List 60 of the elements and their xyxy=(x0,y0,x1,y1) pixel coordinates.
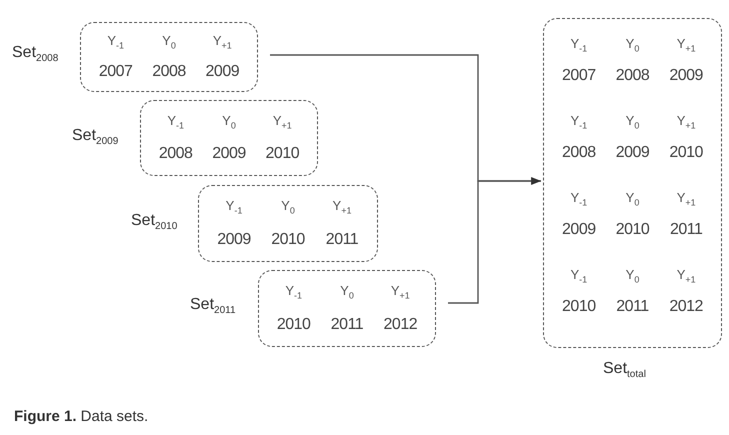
variable-label: Y$_{0}$ xyxy=(340,282,354,300)
variable-label: Y$_{-1}$ xyxy=(570,36,588,54)
year-label: 2008 xyxy=(616,67,650,86)
year-label: 2009 xyxy=(212,145,246,164)
connector-arrow xyxy=(448,177,541,304)
variable-label: Y$_{0}$ xyxy=(281,198,295,216)
year-label: 2007 xyxy=(562,67,596,86)
dashed-box xyxy=(140,100,318,176)
year-label: 2008 xyxy=(152,62,186,81)
variable-label: Y$_{0}$ xyxy=(162,33,176,51)
year-label: 2009 xyxy=(616,144,650,162)
year-label: 2012 xyxy=(384,316,418,334)
variable-label: Y$_{-1}$ xyxy=(107,33,124,51)
variable-label: Y$_{+1}$ xyxy=(212,33,232,51)
variable-label: Y$_{0}$ xyxy=(626,36,640,54)
variable-label: Y$_{0}$ xyxy=(626,266,640,284)
figure-caption: Figure 1. Data sets. xyxy=(14,408,148,425)
year-label: 2009 xyxy=(217,231,251,250)
set-label: Set$_{2009}$ xyxy=(72,127,118,148)
set-label: Set$_{2008}$ xyxy=(12,44,58,64)
dashed-box xyxy=(198,185,378,262)
year-label: 2010 xyxy=(616,221,650,240)
year-label: 2008 xyxy=(158,145,192,164)
variable-label: Y$_{+1}$ xyxy=(676,190,696,208)
year-label: 2009 xyxy=(669,67,703,86)
variable-label: Y$_{+1}$ xyxy=(676,36,696,54)
variable-label: Y$_{0}$ xyxy=(222,112,236,130)
year-label: 2010 xyxy=(266,145,300,164)
set-label: Set$_{2010}$ xyxy=(131,212,178,232)
year-label: 2008 xyxy=(562,144,596,162)
variable-label: Y$_{+1}$ xyxy=(390,282,410,300)
variable-label: Y$_{0}$ xyxy=(626,190,640,208)
variable-label: Y$_{+1}$ xyxy=(676,112,696,130)
year-label: 2010 xyxy=(271,231,305,250)
year-label: 2011 xyxy=(330,316,364,334)
dashed-box xyxy=(258,270,436,347)
year-label: 2009 xyxy=(562,221,596,240)
variable-label: Y$_{+1}$ xyxy=(676,266,696,284)
year-label: 2010 xyxy=(276,316,310,334)
variable-label: Y$_{+1}$ xyxy=(272,112,292,130)
variable-label: Y$_{-1}$ xyxy=(570,266,588,284)
dashed-box xyxy=(543,18,722,348)
year-label: 2011 xyxy=(616,298,649,316)
variable-label: Y$_{-1}$ xyxy=(226,198,242,216)
variable-label: Y$_{+1}$ xyxy=(332,198,352,216)
year-label: 2007 xyxy=(98,62,132,81)
set-label: Set$_{2011}$ xyxy=(190,296,236,316)
year-label: 2011 xyxy=(670,221,702,240)
year-label: 2011 xyxy=(326,231,358,250)
variable-label: Y$_{0}$ xyxy=(626,112,640,130)
year-label: 2009 xyxy=(206,62,240,81)
variable-label: Y$_{-1}$ xyxy=(167,112,184,130)
set-label: Set$_{total}$ xyxy=(603,360,646,380)
year-label: 2012 xyxy=(669,298,703,316)
year-label: 2010 xyxy=(669,144,703,162)
dashed-box xyxy=(80,22,258,92)
variable-label: Y$_{-1}$ xyxy=(570,112,588,130)
variable-label: Y$_{-1}$ xyxy=(570,190,588,208)
year-label: 2010 xyxy=(562,298,596,316)
variable-label: Y$_{-1}$ xyxy=(285,282,302,300)
